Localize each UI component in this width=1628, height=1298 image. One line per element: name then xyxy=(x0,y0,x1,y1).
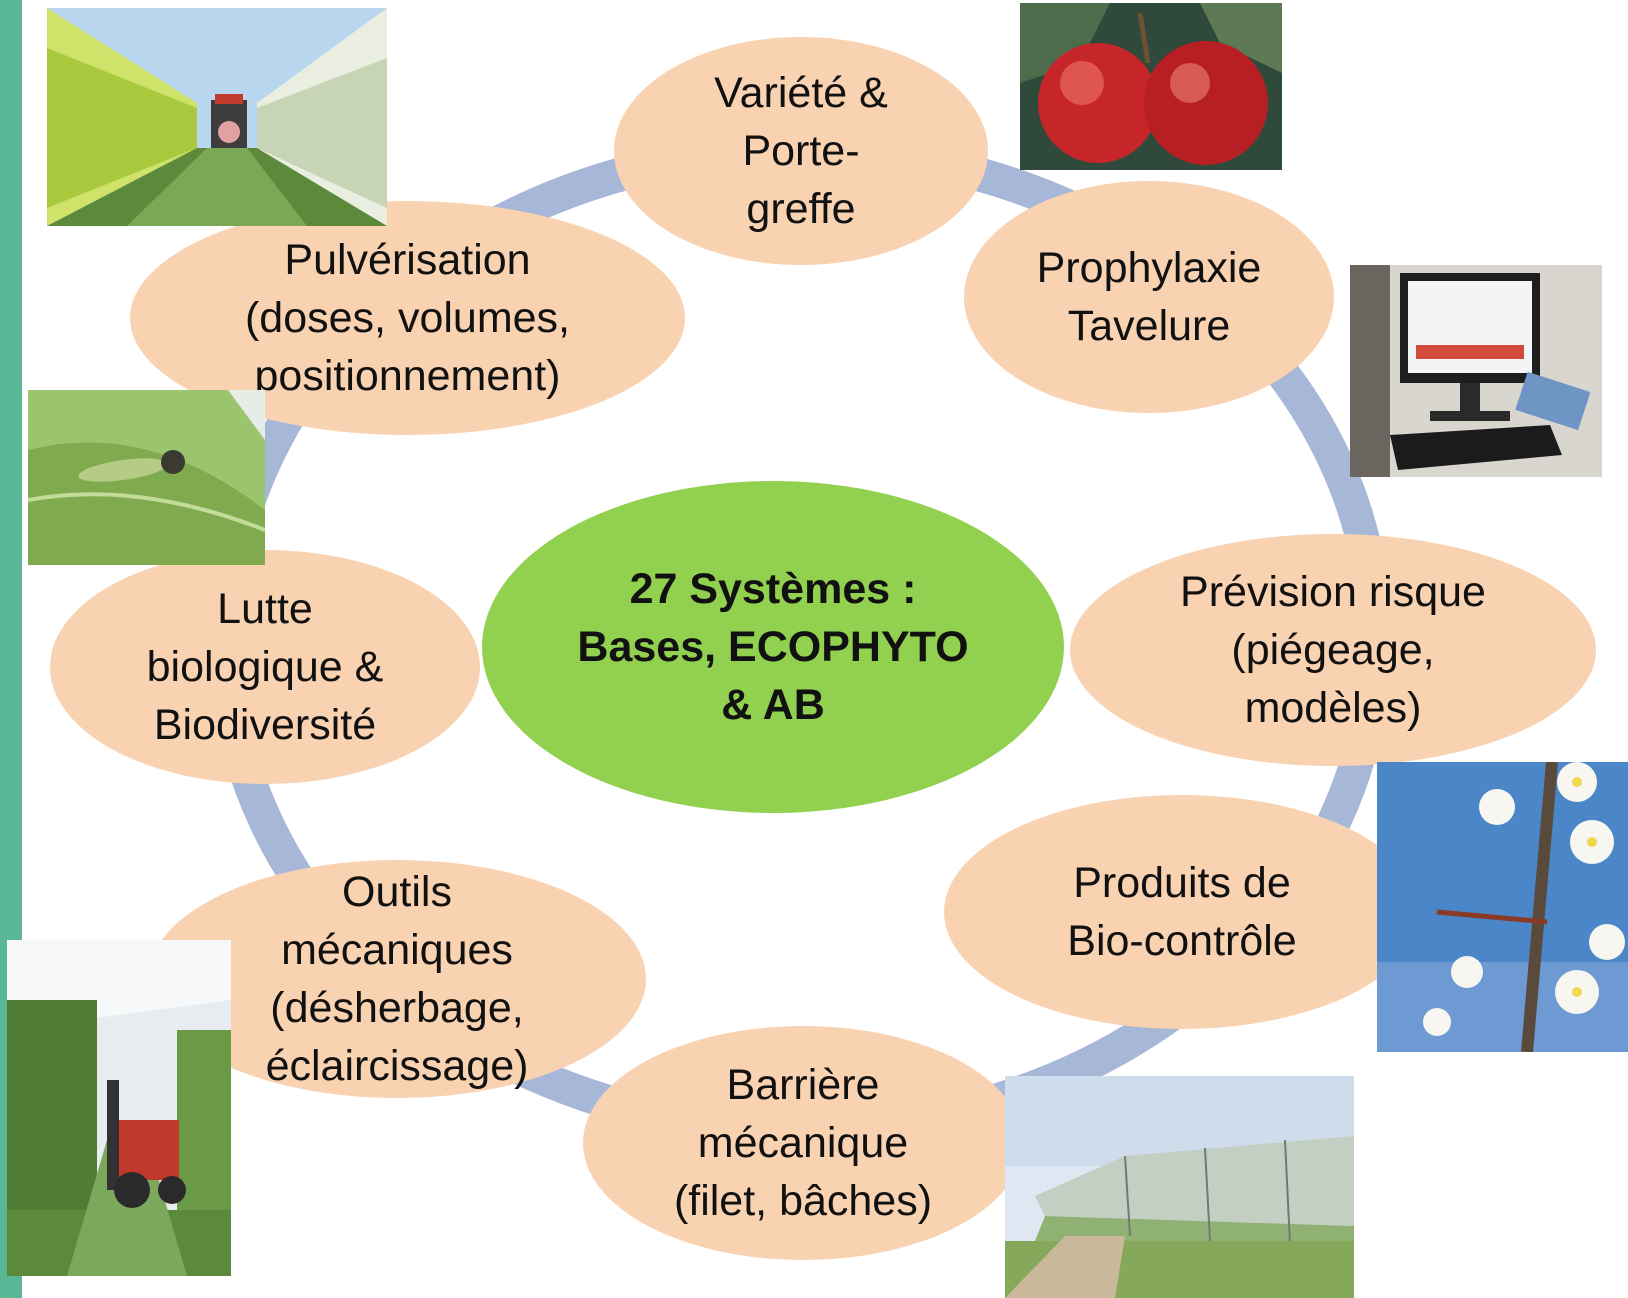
netted-orchard-photo xyxy=(1005,1076,1354,1298)
caterpillar-leaf-photo xyxy=(28,390,265,565)
apple-blossom-photo xyxy=(1377,762,1628,1052)
center-label: 27 Systèmes : Bases, ECOPHYTO & AB xyxy=(577,565,969,729)
center-node: 27 Systèmes : Bases, ECOPHYTO & AB xyxy=(482,481,1064,813)
node-variete-label: Variété & Porte- greffe xyxy=(714,69,888,233)
node-pulverisation: Pulvérisation (doses, volumes, positionn… xyxy=(130,201,685,435)
node-outils: Outils mécaniques (désherbage, éclaircis… xyxy=(148,860,646,1098)
node-produits: Produits de Bio-contrôle xyxy=(944,795,1420,1029)
apples-photo xyxy=(1020,3,1282,170)
node-lutte-label: Lutte biologique & Biodiversité xyxy=(146,585,384,749)
node-prevision-label: Prévision risque (piégeage, modèles) xyxy=(1180,568,1486,732)
node-prophylaxie: Prophylaxie Tavelure xyxy=(964,181,1334,413)
node-pulverisation-label: Pulvérisation (doses, volumes, positionn… xyxy=(244,236,571,400)
node-barriere: Barrière mécanique (filet, bâches) xyxy=(583,1026,1023,1260)
computer-station-photo xyxy=(1350,265,1602,477)
node-lutte: Lutte biologique & Biodiversité xyxy=(50,550,480,784)
tractor-mechanical-tools-photo xyxy=(7,940,231,1276)
node-prophylaxie-label: Prophylaxie Tavelure xyxy=(1036,244,1262,350)
node-outils-label: Outils mécaniques (désherbage, éclaircis… xyxy=(265,868,529,1090)
node-variete: Variété & Porte- greffe xyxy=(614,37,988,265)
node-barriere-label: Barrière mécanique (filet, bâches) xyxy=(673,1061,933,1225)
node-prevision: Prévision risque (piégeage, modèles) xyxy=(1070,534,1596,766)
orchard-sprayer-photo xyxy=(47,8,387,226)
node-produits-label: Produits de Bio-contrôle xyxy=(1067,859,1297,965)
